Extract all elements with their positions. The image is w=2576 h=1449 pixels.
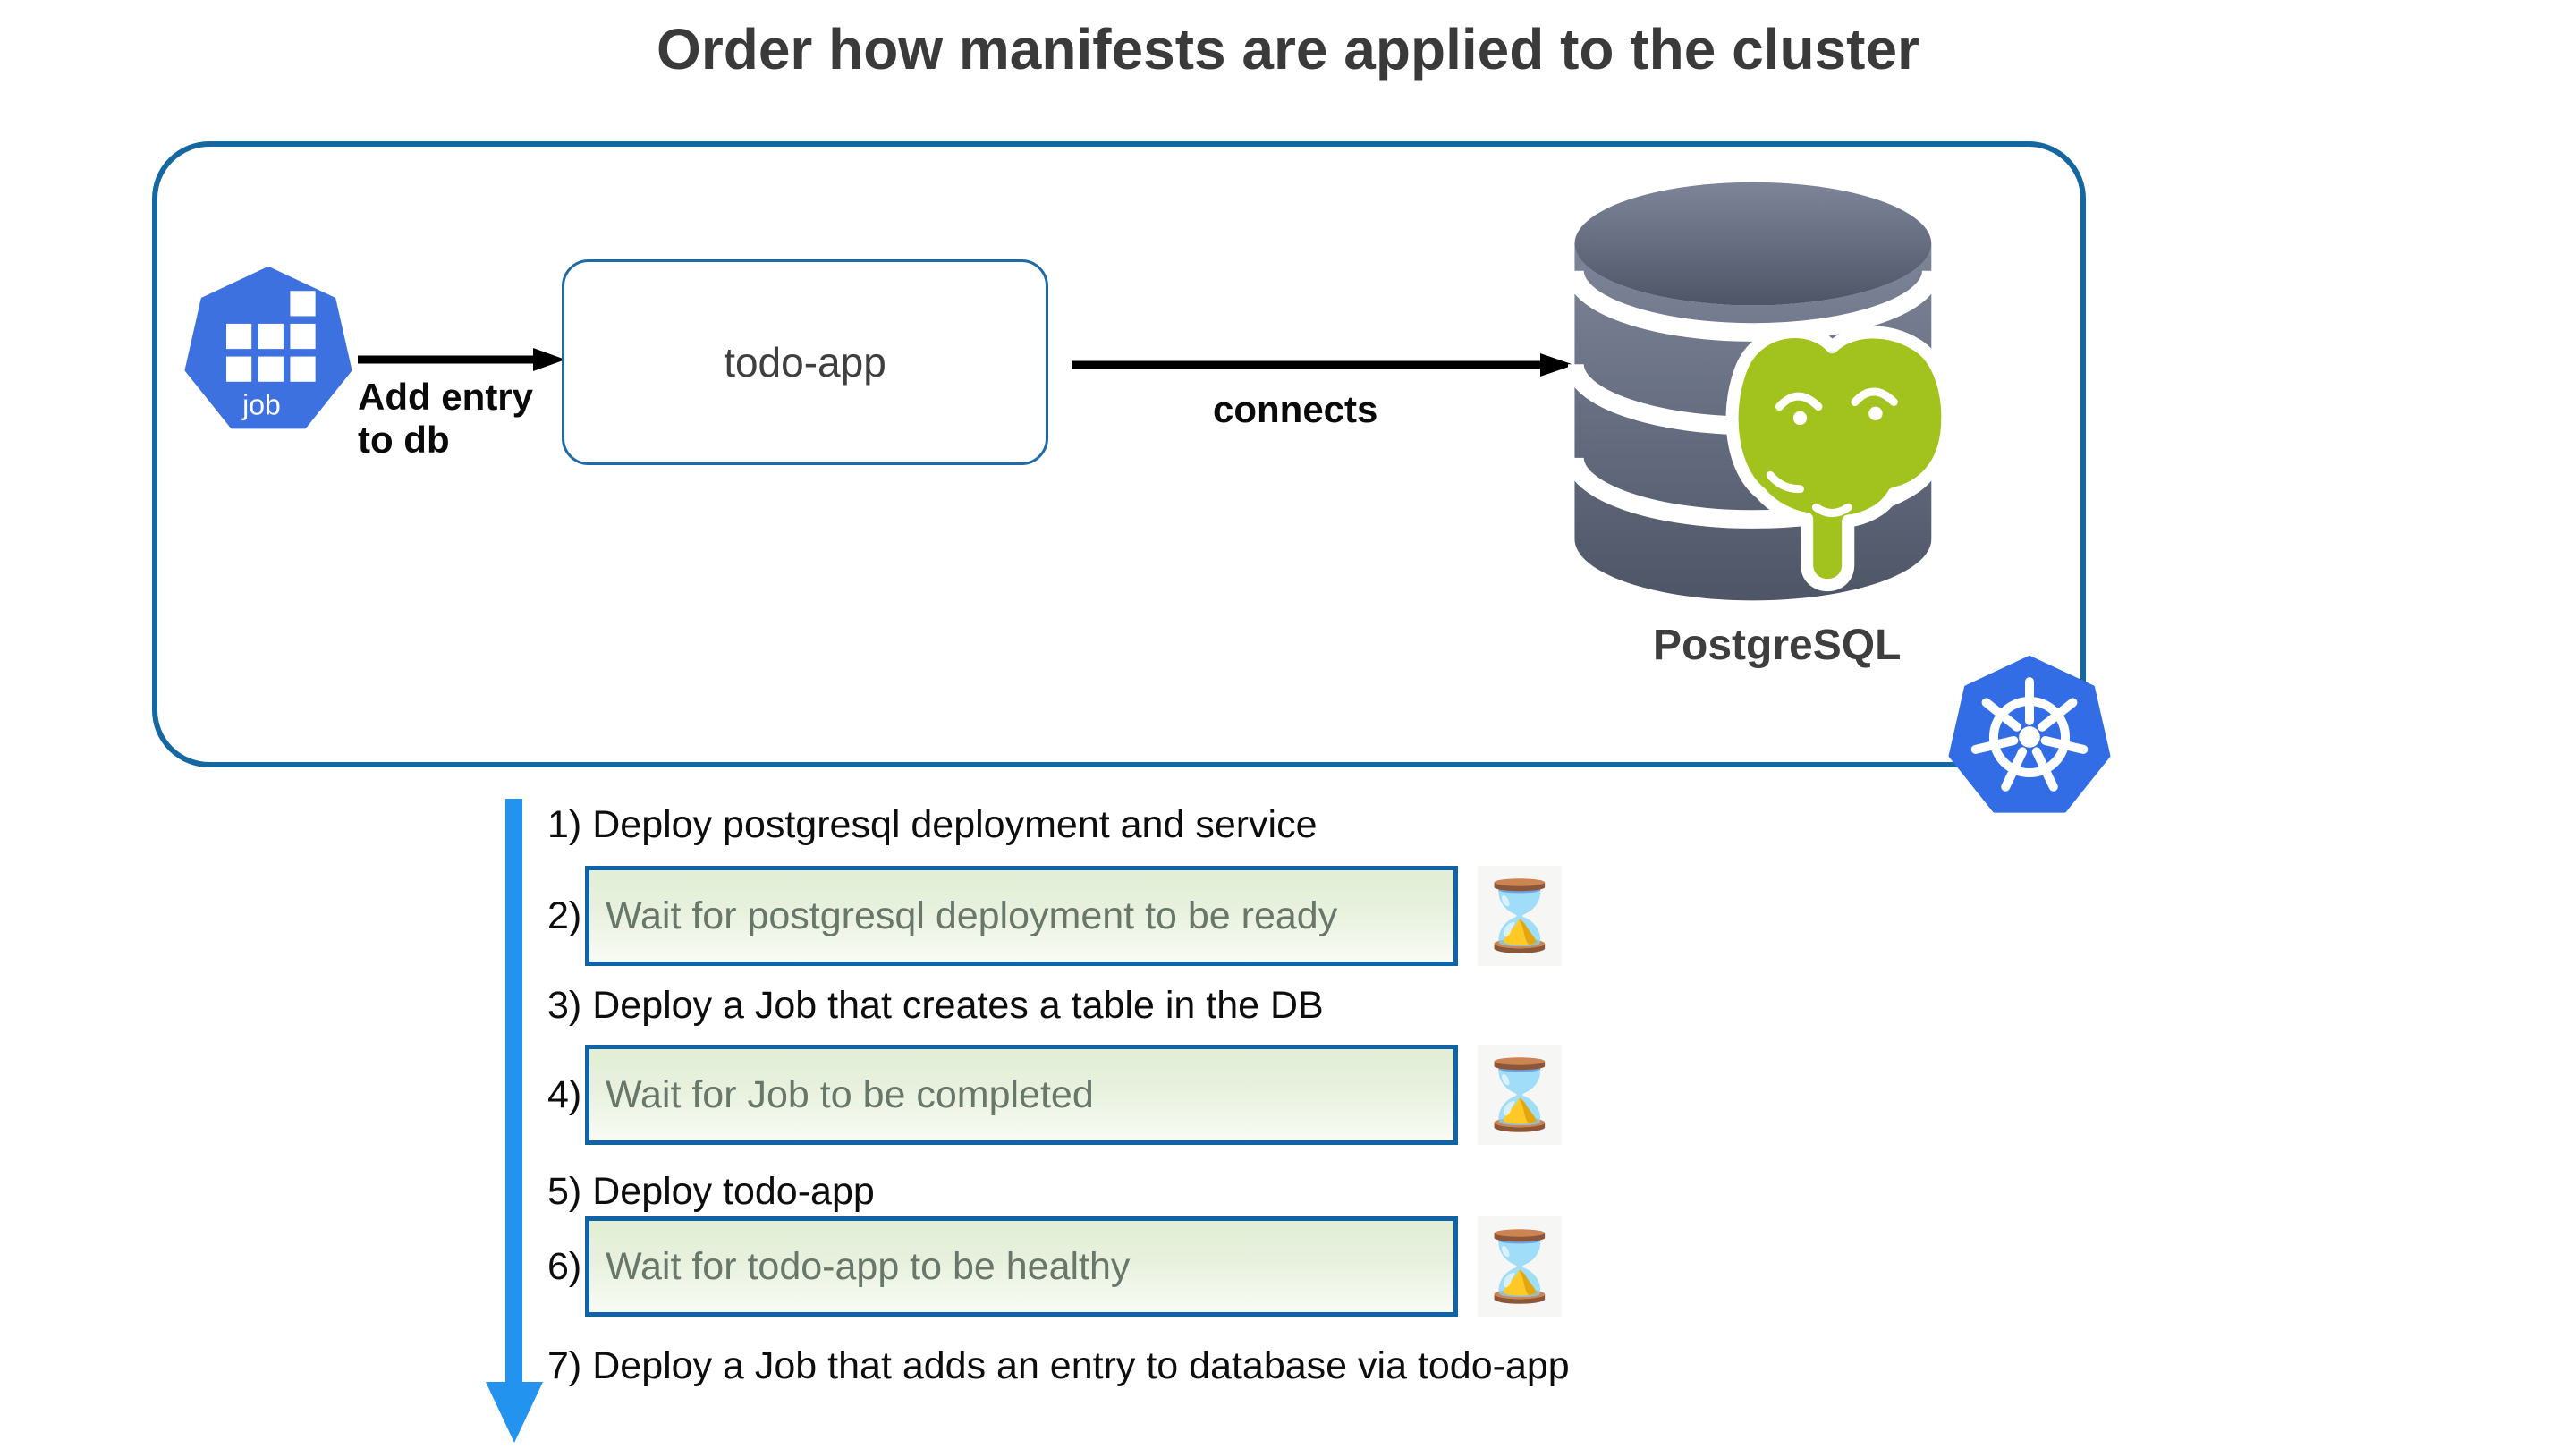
step-number: 6) bbox=[547, 1245, 582, 1288]
step-item-6: 6) Wait for todo-app to be healthy ⌛ bbox=[547, 1216, 1621, 1317]
ship-wheel bbox=[1970, 677, 2089, 792]
kubernetes-icon bbox=[1948, 656, 2111, 813]
add-entry-line1: Add entry bbox=[358, 376, 534, 418]
step-text: Deploy a Job that adds an entry to datab… bbox=[592, 1344, 1570, 1387]
add-entry-line2: to db bbox=[358, 418, 450, 461]
step-number: 3) bbox=[547, 984, 582, 1027]
step-number: 2) bbox=[547, 894, 582, 937]
connects-label: connects bbox=[1213, 388, 1378, 430]
step-item-7: 7) Deploy a Job that adds an entry to da… bbox=[547, 1344, 1570, 1388]
wait-box-text: Wait for todo-app to be healthy bbox=[606, 1244, 1131, 1288]
step-number: 1) bbox=[547, 803, 582, 846]
todo-app-label: todo-app bbox=[724, 339, 886, 386]
job-icon: job bbox=[184, 267, 352, 429]
todo-app-node: todo-app bbox=[562, 259, 1048, 465]
step-number: 4) bbox=[547, 1073, 582, 1116]
hourglass-icon: ⌛ bbox=[1478, 1216, 1562, 1317]
step-item-3: 3) Deploy a Job that creates a table in … bbox=[547, 984, 1324, 1028]
job-icon-label: job bbox=[242, 388, 281, 420]
add-entry-label: Add entry to db bbox=[358, 376, 533, 462]
wait-box: Wait for Job to be completed bbox=[585, 1045, 1458, 1145]
wait-box: Wait for todo-app to be healthy bbox=[585, 1216, 1458, 1317]
wait-box-text: Wait for postgresql deployment to be rea… bbox=[606, 894, 1338, 937]
step-text: Deploy postgresql deployment and service bbox=[592, 803, 1318, 846]
postgresql-icon bbox=[1568, 182, 1954, 601]
step-text: Deploy a Job that creates a table in the… bbox=[592, 984, 1324, 1027]
step-item-4: 4) Wait for Job to be completed ⌛ bbox=[547, 1045, 1621, 1145]
step-item-2: 2) Wait for postgresql deployment to be … bbox=[547, 866, 1621, 966]
step-text: Deploy todo-app bbox=[592, 1170, 875, 1213]
step-number: 7) bbox=[547, 1344, 582, 1387]
flow-arrow-down bbox=[505, 799, 522, 1382]
postgres-elephant bbox=[1725, 325, 1954, 591]
page-title: Order how manifests are applied to the c… bbox=[657, 17, 1919, 81]
arrow-todo-to-postgres bbox=[1072, 353, 1574, 377]
hourglass-icon: ⌛ bbox=[1478, 1045, 1562, 1145]
step-item-1: 1) Deploy postgresql deployment and serv… bbox=[547, 803, 1318, 847]
hourglass-icon: ⌛ bbox=[1478, 866, 1562, 966]
wait-box: Wait for postgresql deployment to be rea… bbox=[585, 866, 1458, 966]
postgresql-label: PostgreSQL bbox=[1653, 622, 1902, 669]
wait-box-text: Wait for Job to be completed bbox=[606, 1072, 1094, 1116]
step-item-5: 5) Deploy todo-app bbox=[547, 1170, 875, 1214]
step-number: 5) bbox=[547, 1170, 582, 1213]
flow-arrow-down-head bbox=[486, 1382, 543, 1443]
arrow-job-to-todo bbox=[358, 348, 565, 371]
